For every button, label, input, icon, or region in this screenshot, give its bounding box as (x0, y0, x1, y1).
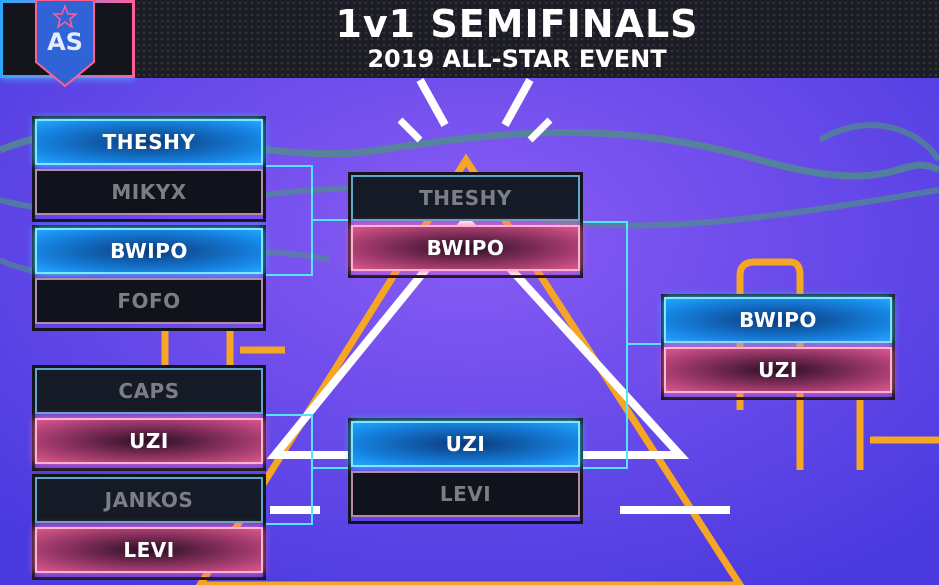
match-frame (32, 474, 266, 580)
quarterfinals-match-1-top-player: THESHY (35, 119, 263, 165)
quarterfinals-match-4-top-player: JANKOS (35, 477, 263, 523)
all-star-logo-icon (35, 0, 95, 88)
match-frame (32, 116, 266, 222)
quarterfinals-match-3-top-player: CAPS (35, 368, 263, 414)
header-bar: 1v1 SEMIFINALS 2019 ALL-STAR EVENT (135, 0, 939, 78)
final-match-1-top-player: BWIPO (664, 297, 892, 343)
match-frame (348, 418, 583, 524)
semifinals-match-1-bottom-player: BWIPO (351, 225, 580, 271)
semifinals-match-2-top-player: UZI (351, 421, 580, 467)
semifinals-match-2-bottom-player: LEVI (351, 471, 580, 517)
match-frame (348, 172, 583, 278)
final-match-1-bottom-player: UZI (664, 347, 892, 393)
quarterfinals-match-2-top-player: BWIPO (35, 228, 263, 274)
page-subtitle: 2019 ALL-STAR EVENT (367, 45, 667, 73)
quarterfinals-match-3-bottom-player: UZI (35, 418, 263, 464)
match-frame (32, 225, 266, 331)
match-frame (32, 365, 266, 471)
quarterfinals-match-1-bottom-player: MIKYX (35, 169, 263, 215)
logo-text: AS (47, 28, 83, 56)
quarterfinals-match-2-bottom-player: FOFO (35, 278, 263, 324)
semifinals-match-1-top-player: THESHY (351, 175, 580, 221)
match-frame (661, 294, 895, 400)
page-title: 1v1 SEMIFINALS (335, 2, 699, 46)
quarterfinals-match-4-bottom-player: LEVI (35, 527, 263, 573)
